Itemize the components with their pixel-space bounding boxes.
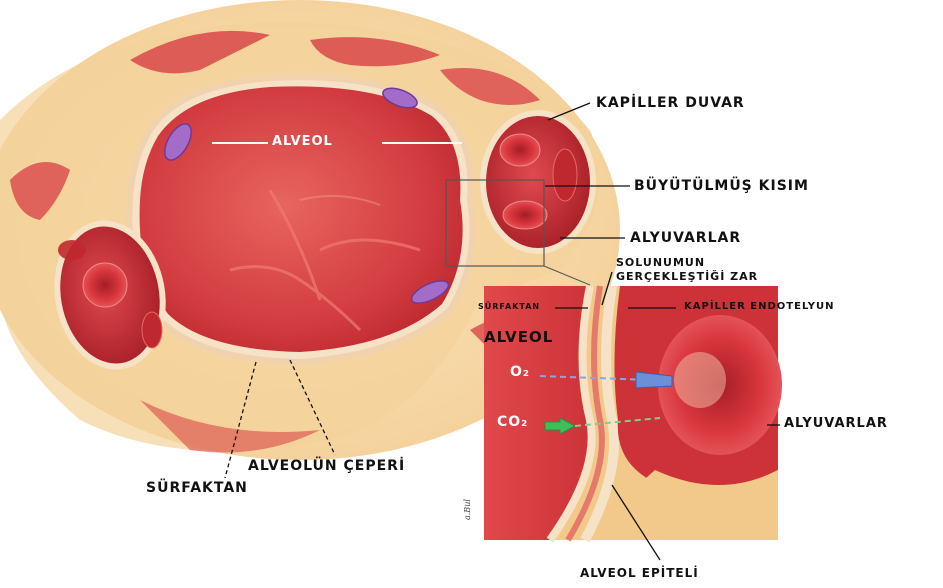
label-o2: O₂ xyxy=(510,364,530,380)
label-alveolun-ceperi: ALVEOLÜN ÇEPERİ xyxy=(248,458,405,474)
label-surfaktan-bottom: SÜRFAKTAN xyxy=(146,480,248,496)
label-kapiller-endotel: KAPİLLER ENDOTELYUN xyxy=(684,301,835,312)
capillary-right xyxy=(480,110,596,254)
label-alyuvarlar-inset: ALYUVARLAR xyxy=(784,416,888,431)
label-surfaktan-inset: SÜRFAKTAN xyxy=(478,302,540,311)
label-alyuvarlar-top: ALYUVARLAR xyxy=(630,230,741,246)
label-solunum-line2: GERÇEKLEŞTİĞİ ZAR xyxy=(616,270,758,283)
artist-signature: a.Bul xyxy=(463,499,472,520)
label-co2: CO₂ xyxy=(497,414,528,430)
label-alveol-main: ALVEOL xyxy=(272,134,333,149)
label-kapiller-duvar: KAPİLLER DUVAR xyxy=(596,95,745,111)
label-buyutulmus-kisim: BÜYÜTÜLMÜŞ KISIM xyxy=(634,178,809,194)
label-alveol-epiteli: ALVEOL EPİTELİ xyxy=(580,566,699,580)
main-alveolus xyxy=(129,77,472,362)
label-alveol-inset: ALVEOL xyxy=(484,328,553,346)
label-solunum-line1: SOLUNUMUN xyxy=(616,256,705,269)
inset-enlarged-view xyxy=(484,286,782,540)
